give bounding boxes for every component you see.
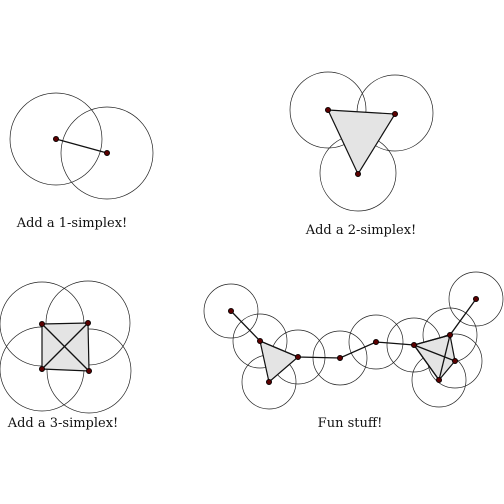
- vertex: [256, 337, 263, 344]
- edge: [413, 344, 456, 362]
- vertex: [294, 353, 301, 360]
- edge: [55, 138, 108, 154]
- vertex: [104, 149, 111, 156]
- panel-caption: Add a 2-simplex!: [305, 223, 417, 238]
- vertex: [39, 320, 46, 327]
- vertex: [410, 341, 417, 348]
- panel-2-simplex: Add a 2-simplex!: [289, 71, 434, 238]
- vertex: [472, 295, 479, 302]
- vertex: [451, 357, 458, 364]
- vertex: [39, 365, 46, 372]
- edge: [41, 323, 90, 372]
- ball: [46, 328, 132, 414]
- vertex: [391, 111, 398, 118]
- vertex: [446, 331, 453, 338]
- edge: [438, 334, 451, 381]
- vertex: [86, 367, 93, 374]
- vertex: [354, 170, 361, 177]
- panel-caption: Fun stuff!: [318, 416, 383, 431]
- vertex: [324, 107, 331, 114]
- edge-chain: [230, 298, 477, 359]
- triangle-simplex: [327, 109, 397, 176]
- panel-caption: Add a 3-simplex!: [7, 416, 119, 431]
- vertex: [227, 307, 234, 314]
- vertex: [265, 378, 272, 385]
- ball: [289, 71, 367, 149]
- vertex: [372, 338, 379, 345]
- vertex: [435, 376, 442, 383]
- ball: [448, 271, 504, 327]
- ball: [60, 106, 154, 200]
- panel-fun-stuff: Fun stuff!: [203, 271, 504, 431]
- vertex: [85, 319, 92, 326]
- edge: [413, 344, 440, 381]
- ball: [203, 283, 259, 339]
- vertex: [336, 354, 343, 361]
- vertex: [53, 135, 60, 142]
- panel-1-simplex: Add a 1-simplex!: [9, 92, 154, 231]
- panel-3-simplex: Add a 3-simplex!: [0, 280, 132, 431]
- panel-caption: Add a 1-simplex!: [16, 216, 128, 231]
- ball: [9, 92, 103, 186]
- ball: [232, 313, 288, 369]
- ball: [348, 314, 404, 370]
- edge: [41, 322, 89, 370]
